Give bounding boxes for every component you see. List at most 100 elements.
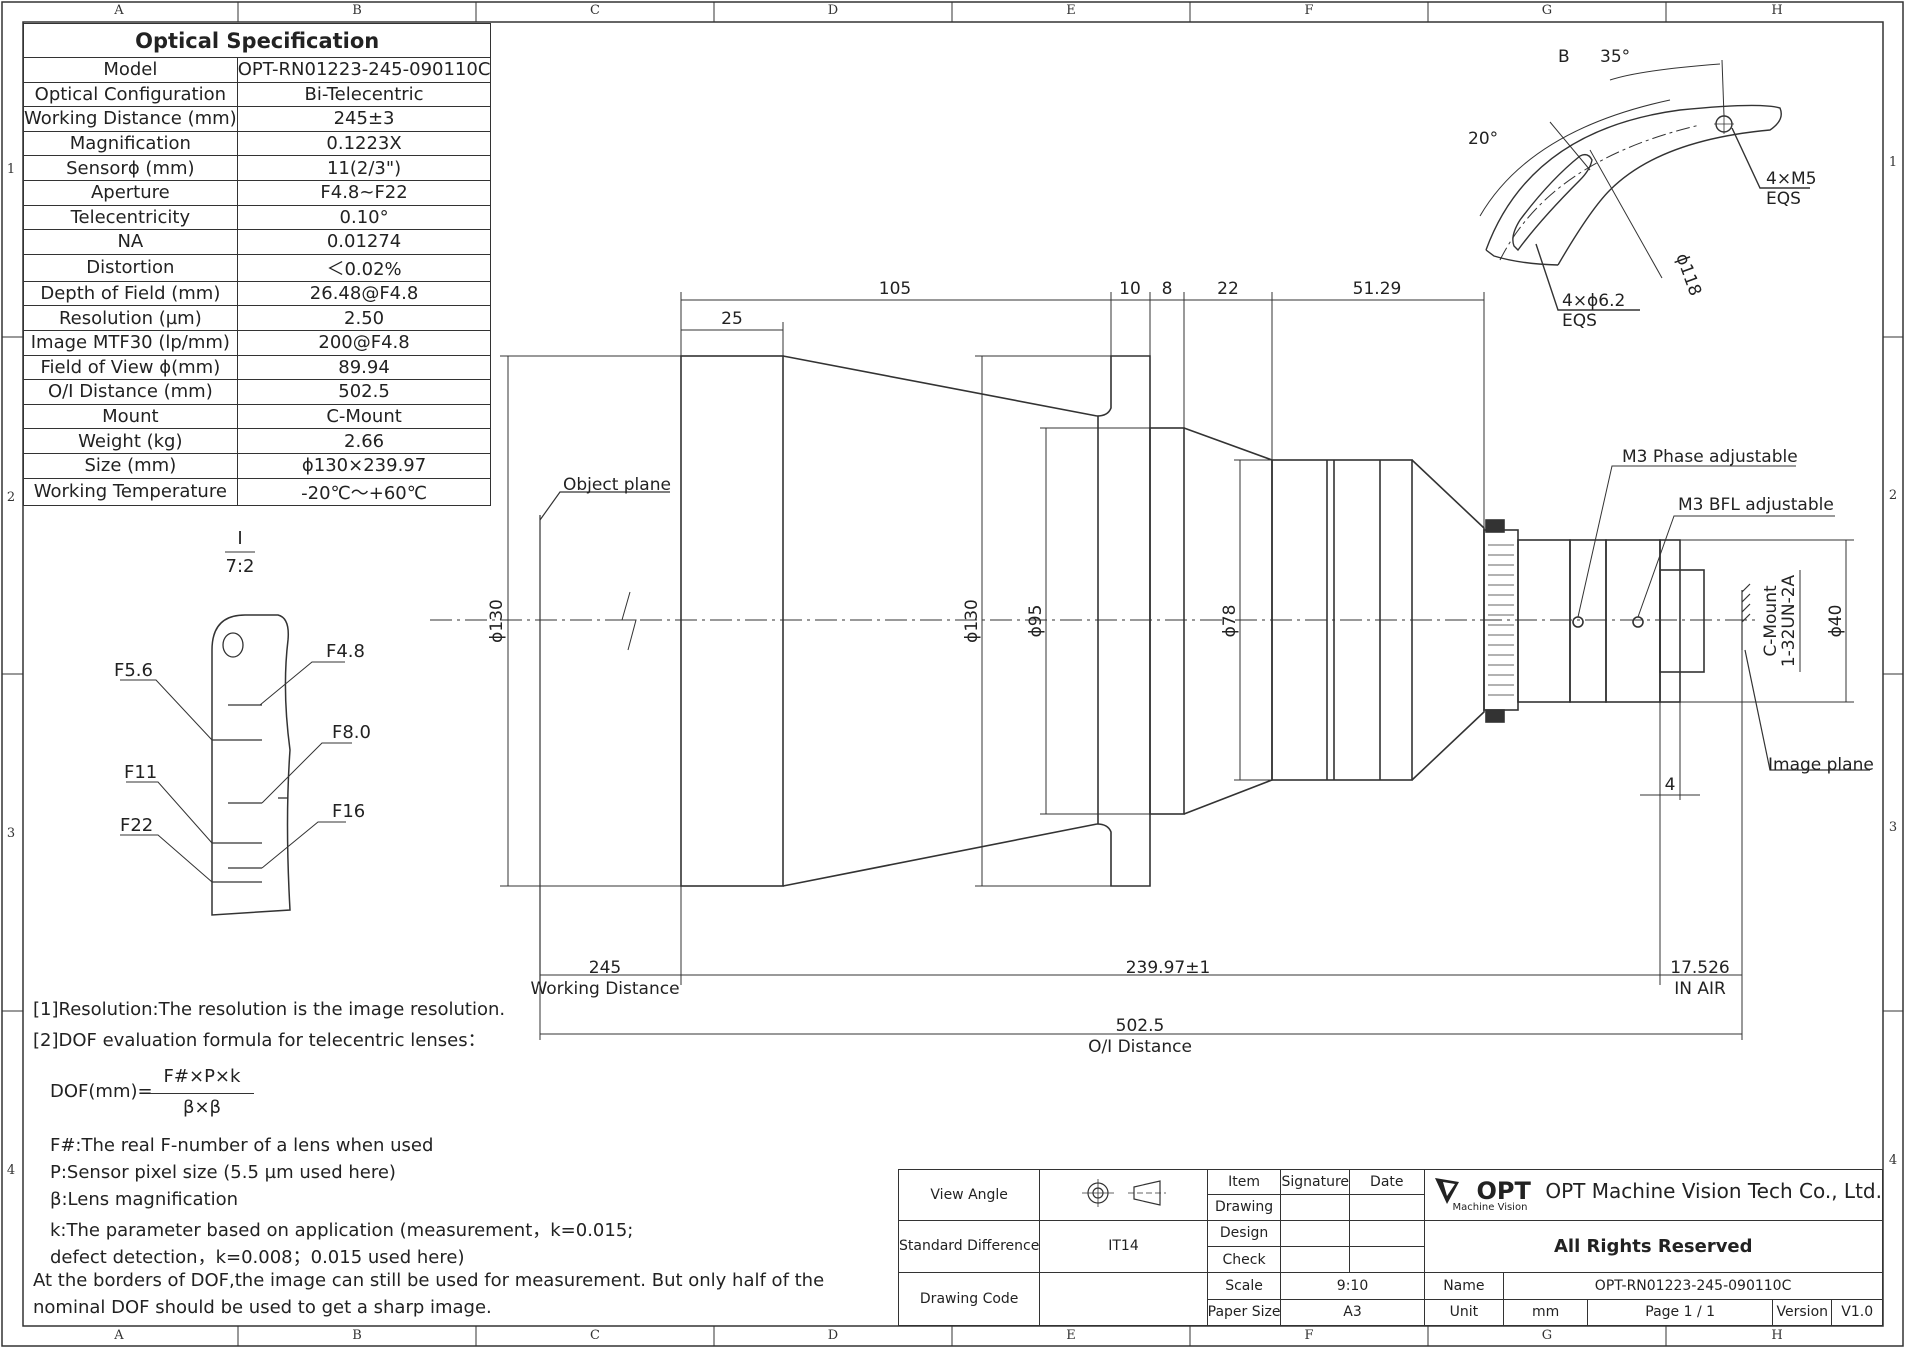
zone-col-f: F <box>1304 3 1314 18</box>
detail-view-aperture: I 7:2 F4.8 F5.6 F8.0 F11 F16 F22 <box>114 528 371 916</box>
zone-col-d: D <box>827 3 839 18</box>
zone-row-1-right: 1 <box>1888 155 1898 170</box>
zone-row-3: 3 <box>6 826 16 841</box>
view-b-m5-eqs: EQS <box>1766 189 1801 209</box>
spec-value: ＜0.02% <box>236 253 492 282</box>
zone-col-g-bottom: G <box>1541 1328 1553 1343</box>
formula-numerator: F#×P×k <box>163 1066 241 1087</box>
dim-phi40: ϕ40 <box>1826 605 1846 638</box>
view-b-label: B <box>1558 47 1570 67</box>
title-block: View Angle Item Signature Date OPT <box>897 1168 1884 1327</box>
rights-label: All Rights Reserved <box>1423 1219 1884 1274</box>
aperture-f80: F8.0 <box>332 722 371 743</box>
spec-value: 26.48@F4.8 <box>236 280 492 307</box>
opt-logo-icon <box>1434 1178 1459 1205</box>
spec-value: 0.1223X <box>236 130 492 157</box>
zone-col-e: E <box>1066 3 1076 18</box>
image-plane-callout: Image plane <box>1768 755 1874 775</box>
spec-row: Distortion＜0.02% <box>23 253 492 282</box>
zone-col-h: H <box>1771 3 1783 18</box>
spec-label: Model <box>23 57 238 83</box>
zone-col-b: B <box>352 3 362 18</box>
formula-lhs: DOF(mm)= <box>50 1081 153 1102</box>
dim-length: 239.97±1 <box>1126 958 1211 978</box>
note-fnumber: F#:The real F-number of a lens when used <box>50 1135 434 1156</box>
unit-value: mm <box>1503 1298 1589 1327</box>
opt-logo-text: OPT <box>1476 1177 1531 1206</box>
note-sharp: nominal DOF should be used to get a shar… <box>33 1297 492 1318</box>
spec-title: Optical Specification <box>22 23 492 58</box>
dim-oi-label: O/I Distance <box>1088 1037 1192 1057</box>
company-logo-block: OPT OPT Machine Vision Tech Co., Ltd. Ma… <box>1423 1169 1884 1221</box>
object-plane-callout: Object plane <box>563 475 671 495</box>
spec-label: Telecentricity <box>23 204 238 231</box>
design-label: Design <box>1206 1219 1282 1247</box>
dim-phi130-body: ϕ130 <box>962 599 982 643</box>
spec-label: Magnification <box>23 130 238 157</box>
dim-oi: 502.5 <box>1116 1016 1165 1036</box>
zone-col-h-bottom: H <box>1771 1328 1783 1343</box>
dim-thread: 1-32UN-2A <box>1779 574 1799 667</box>
spec-value: 200@F4.8 <box>236 329 492 356</box>
date-header: Date <box>1349 1168 1425 1196</box>
spec-value: OPT-RN01223-245-090110C <box>236 57 492 83</box>
spec-value: 11(2/3") <box>236 155 492 181</box>
scale-value: 9:10 <box>1280 1272 1425 1300</box>
check-label: Check <box>1206 1245 1282 1274</box>
unit-label: Unit <box>1423 1298 1505 1327</box>
front-taper <box>782 355 1098 887</box>
zone-col-c: C <box>590 3 600 18</box>
spec-label: Resolution (µm) <box>23 305 238 331</box>
spec-label: Working Distance (mm) <box>23 106 238 132</box>
company-name: OPT Machine Vision Tech Co., Ltd. <box>1545 1179 1882 1204</box>
spec-value: F4.8~F22 <box>236 179 492 206</box>
zone-row-1: 1 <box>6 162 16 177</box>
note-magnification: β:Lens magnification <box>50 1189 238 1210</box>
spec-row: Size (mm)ϕ130×239.97 <box>23 452 492 479</box>
note-dof-intro: [2]DOF evaluation formula for telecentri… <box>33 1030 486 1051</box>
spec-row: Field of View ϕ(mm)89.94 <box>23 354 492 381</box>
zone-row-2: 2 <box>6 490 16 505</box>
spec-label: Image MTF30 (lp/mm) <box>23 329 238 356</box>
zone-row-4: 4 <box>6 1163 16 1178</box>
zone-col-e-bottom: E <box>1066 1328 1076 1343</box>
scale-label: Scale <box>1206 1272 1282 1300</box>
spec-value: -20℃～+60℃ <box>236 477 492 506</box>
note-borders: At the borders of DOF,the image can stil… <box>33 1270 825 1291</box>
std-diff-label: Standard Difference <box>897 1219 1041 1274</box>
zone-col-a: A <box>114 3 124 18</box>
page-value: Page 1 / 1 <box>1587 1298 1774 1327</box>
zone-row-3-right: 3 <box>1888 820 1898 835</box>
aperture-f48: F4.8 <box>326 641 365 662</box>
signature-header: Signature <box>1280 1168 1351 1196</box>
dim-8: 8 <box>1162 279 1173 299</box>
note-resolution: [1]Resolution:The resolution is the imag… <box>33 999 506 1020</box>
projection-symbol-icon <box>1039 1169 1208 1221</box>
dim-c-mount: C-Mount <box>1761 585 1781 657</box>
spec-value: ϕ130×239.97 <box>236 452 492 479</box>
spec-value: Bi-Telecentric <box>236 81 492 108</box>
detail-view-label: I <box>237 528 242 549</box>
m3-phase-callout: M3 Phase adjustable <box>1622 447 1798 467</box>
aperture-lock-hole <box>222 632 244 658</box>
dim-51-29: 51.29 <box>1353 279 1402 299</box>
drawing-code-label: Drawing Code <box>897 1272 1041 1326</box>
zone-row-2-right: 2 <box>1888 488 1898 503</box>
view-b-flange: B 35° 20° 4×M5 EQS 4×ϕ6.2 EQS ϕ118 <box>1468 47 1817 331</box>
slot-hole <box>1512 153 1593 252</box>
spec-row: Working Temperature-20℃～+60℃ <box>23 477 492 506</box>
logo-subtitle: Machine Vision <box>1452 1202 1528 1214</box>
version-value: V1.0 <box>1831 1298 1883 1327</box>
m3-bfl-callout: M3 BFL adjustable <box>1678 495 1834 515</box>
dim-wd-label: Working Distance <box>530 979 679 999</box>
view-b-angle-35: 35° <box>1600 47 1630 67</box>
dim-bfl: 17.526 <box>1670 958 1729 978</box>
spec-value: C-Mount <box>236 403 492 430</box>
aperture-f16: F16 <box>332 801 365 822</box>
spec-label: Field of View ϕ(mm) <box>23 354 238 381</box>
